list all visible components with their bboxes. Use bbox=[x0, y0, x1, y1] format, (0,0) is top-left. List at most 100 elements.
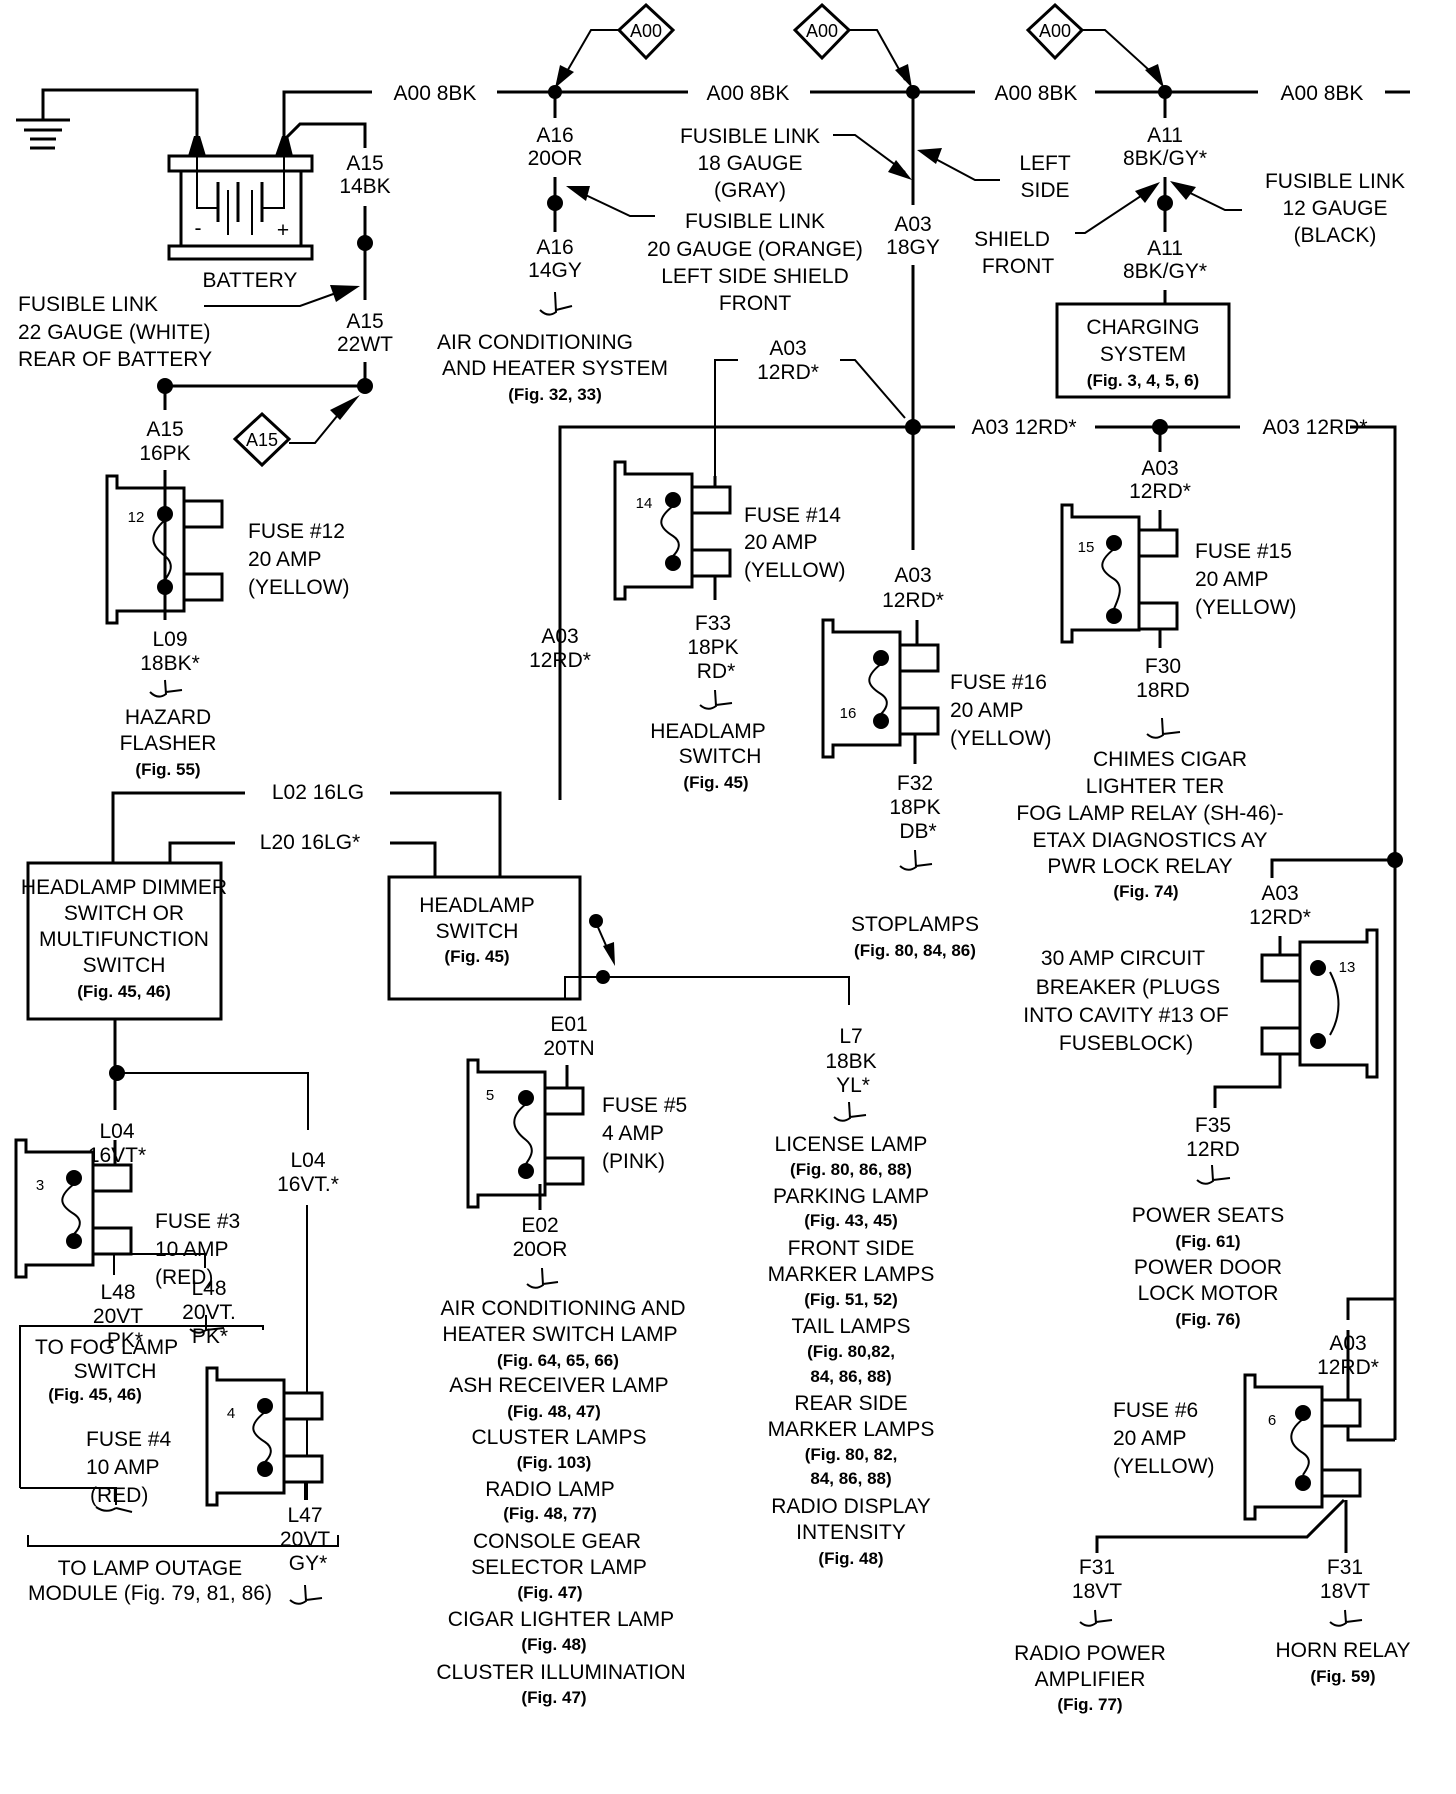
svg-text:SWITCH: SWITCH bbox=[83, 954, 166, 977]
svg-text:(Fig. 48): (Fig. 48) bbox=[818, 1549, 883, 1568]
svg-text:(Fig. 61): (Fig. 61) bbox=[1175, 1232, 1240, 1251]
battery: - + BATTERY bbox=[16, 88, 367, 292]
svg-text:A03: A03 bbox=[1261, 882, 1298, 905]
svg-text:(Fig. 80, 86, 88): (Fig. 80, 86, 88) bbox=[790, 1160, 912, 1179]
svg-text:A15: A15 bbox=[346, 152, 383, 175]
fuse-14: 14 bbox=[613, 460, 732, 601]
svg-text:RADIO LAMP: RADIO LAMP bbox=[485, 1478, 615, 1501]
svg-text:A15: A15 bbox=[246, 430, 278, 450]
svg-text:TO FOG LAMP: TO FOG LAMP bbox=[35, 1336, 178, 1359]
charging-system-box bbox=[1055, 302, 1231, 399]
svg-text:L48: L48 bbox=[191, 1277, 226, 1300]
svg-text:LOCK MOTOR: LOCK MOTOR bbox=[1138, 1282, 1279, 1305]
svg-text:(Fig. 48): (Fig. 48) bbox=[521, 1635, 586, 1654]
svg-text:SELECTOR LAMP: SELECTOR LAMP bbox=[471, 1556, 647, 1579]
svg-text:DB*: DB* bbox=[899, 820, 936, 843]
svg-text:CIGAR LIGHTER LAMP: CIGAR LIGHTER LAMP bbox=[448, 1608, 674, 1631]
fuse-6-feed: A03 12RD* bbox=[1317, 1000, 1397, 1442]
svg-text:HEATER SWITCH LAMP: HEATER SWITCH LAMP bbox=[442, 1323, 677, 1346]
svg-text:4: 4 bbox=[227, 1405, 235, 1422]
svg-text:STOPLAMPS: STOPLAMPS bbox=[851, 913, 979, 936]
fuse-16: 16 bbox=[821, 618, 940, 759]
svg-text:AIR CONDITIONING AND: AIR CONDITIONING AND bbox=[440, 1297, 685, 1320]
svg-text:A03 12RD*: A03 12RD* bbox=[971, 416, 1076, 439]
fuse-6-labels: FUSE #6 20 AMP (YELLOW) F31 18VT F31 18V… bbox=[1014, 1385, 1410, 1714]
svg-text:LEFT: LEFT bbox=[1019, 152, 1071, 175]
svg-text:14BK: 14BK bbox=[339, 175, 390, 198]
svg-text:AIR CONDITIONING: AIR CONDITIONING bbox=[437, 331, 633, 354]
svg-text:RADIO DISPLAY: RADIO DISPLAY bbox=[771, 1495, 931, 1518]
svg-text:(Fig. 59): (Fig. 59) bbox=[1310, 1667, 1375, 1686]
svg-text:A03: A03 bbox=[1141, 457, 1178, 480]
svg-text:A16: A16 bbox=[536, 124, 573, 147]
svg-text:A11: A11 bbox=[1147, 237, 1183, 260]
svg-text:A03: A03 bbox=[894, 213, 931, 236]
svg-text:F35: F35 bbox=[1195, 1114, 1231, 1137]
plus-sign: + bbox=[277, 219, 289, 242]
svg-text:ETAX DIAGNOSTICS AY: ETAX DIAGNOSTICS AY bbox=[1033, 829, 1268, 852]
top-bus: A00 8BK A00 8BK A00 8BK A00 8BK bbox=[285, 82, 1410, 105]
svg-text:(Fig. 45, 46): (Fig. 45, 46) bbox=[48, 1385, 142, 1404]
headlamp-dimmer-switch-box bbox=[26, 861, 223, 1021]
connector-symbol-icon bbox=[1196, 1164, 1231, 1185]
svg-text:(Fig. 80, 82,: (Fig. 80, 82, bbox=[805, 1445, 898, 1464]
connector-symbol-icon bbox=[833, 1101, 867, 1122]
svg-text:F32: F32 bbox=[897, 772, 933, 795]
diamond-connector-icon bbox=[1025, 2, 1085, 61]
svg-text:FOG LAMP RELAY (SH-46)-: FOG LAMP RELAY (SH-46)- bbox=[1016, 802, 1283, 825]
svg-text:HEADLAMP DIMMER: HEADLAMP DIMMER bbox=[21, 876, 227, 899]
svg-text:GY*: GY* bbox=[289, 1552, 328, 1575]
svg-text:FUSE #12: FUSE #12 bbox=[248, 520, 345, 543]
svg-text:L02 16LG: L02 16LG bbox=[272, 781, 364, 804]
fuse-4: 4 bbox=[205, 1366, 324, 1507]
svg-text:20VT: 20VT bbox=[280, 1528, 330, 1551]
svg-text:FUSE #16: FUSE #16 bbox=[950, 671, 1047, 694]
svg-text:(Fig. 48, 77): (Fig. 48, 77) bbox=[503, 1504, 597, 1523]
headlamp-wiring: L02 16LG L20 16LG* HEADLAMP DIMMER SWITC… bbox=[21, 781, 877, 1122]
connector-symbol-icon bbox=[526, 1267, 559, 1289]
minus-sign: - bbox=[195, 217, 202, 240]
svg-text:INTO CAVITY #13 OF: INTO CAVITY #13 OF bbox=[1023, 1004, 1228, 1027]
svg-text:A15: A15 bbox=[346, 310, 383, 333]
svg-text:HAZARD: HAZARD bbox=[125, 706, 211, 729]
svg-text:20 AMP: 20 AMP bbox=[1195, 568, 1269, 591]
svg-text:POWER DOOR: POWER DOOR bbox=[1134, 1256, 1282, 1279]
svg-text:84, 86, 88): 84, 86, 88) bbox=[810, 1367, 891, 1386]
connector-symbol-icon bbox=[539, 291, 573, 316]
svg-text:MODULE (Fig. 79, 81, 86): MODULE (Fig. 79, 81, 86) bbox=[28, 1582, 272, 1605]
svg-text:BREAKER (PLUGS: BREAKER (PLUGS bbox=[1036, 976, 1220, 999]
connector-ref-a00-1: A00 bbox=[555, 2, 676, 88]
a03-fusible-branch: FUSIBLE LINK 18 GAUGE (GRAY) LEFT SIDE A… bbox=[680, 92, 1071, 550]
svg-text:3: 3 bbox=[36, 1177, 44, 1194]
svg-text:(Fig. 80, 84, 86): (Fig. 80, 84, 86) bbox=[854, 941, 976, 960]
svg-text:18VT: 18VT bbox=[1072, 1580, 1122, 1603]
svg-text:20VT: 20VT bbox=[93, 1305, 143, 1328]
svg-text:(RED): (RED) bbox=[90, 1484, 148, 1507]
svg-text:CLUSTER ILLUMINATION: CLUSTER ILLUMINATION bbox=[436, 1661, 685, 1684]
svg-text:(YELLOW): (YELLOW) bbox=[248, 576, 350, 599]
dimmer-output: L04 16VT* L04 16VT.* bbox=[88, 1019, 339, 1500]
svg-text:A03: A03 bbox=[769, 337, 806, 360]
svg-text:MARKER LAMPS: MARKER LAMPS bbox=[768, 1263, 935, 1286]
svg-text:FUSE #15: FUSE #15 bbox=[1195, 540, 1292, 563]
cb13-labels: 30 AMP CIRCUIT BREAKER (PLUGS INTO CAVIT… bbox=[1023, 947, 1284, 1329]
svg-text:REAR OF BATTERY: REAR OF BATTERY bbox=[18, 348, 212, 371]
svg-text:18GY: 18GY bbox=[886, 236, 940, 259]
svg-text:FUSE #3: FUSE #3 bbox=[155, 1210, 240, 1233]
svg-text:A00: A00 bbox=[806, 21, 838, 41]
svg-text:10 AMP: 10 AMP bbox=[155, 1238, 229, 1261]
connector-ref-a00-2: A00 bbox=[792, 2, 912, 88]
svg-text:POWER SEATS: POWER SEATS bbox=[1132, 1204, 1284, 1227]
svg-text:FRONT: FRONT bbox=[982, 255, 1054, 278]
svg-text:20TN: 20TN bbox=[543, 1037, 594, 1060]
svg-text:TAIL LAMPS: TAIL LAMPS bbox=[791, 1315, 910, 1338]
svg-text:20OR: 20OR bbox=[513, 1238, 568, 1261]
svg-text:(YELLOW): (YELLOW) bbox=[950, 727, 1052, 750]
svg-text:L20 16LG*: L20 16LG* bbox=[260, 831, 360, 854]
svg-text:(Fig. 45): (Fig. 45) bbox=[444, 947, 509, 966]
svg-text:L04: L04 bbox=[290, 1149, 325, 1172]
svg-text:FRONT SIDE: FRONT SIDE bbox=[788, 1237, 915, 1260]
svg-text:A00: A00 bbox=[1039, 21, 1071, 41]
svg-text:18BK: 18BK bbox=[825, 1050, 876, 1073]
svg-text:L7: L7 bbox=[839, 1025, 862, 1048]
